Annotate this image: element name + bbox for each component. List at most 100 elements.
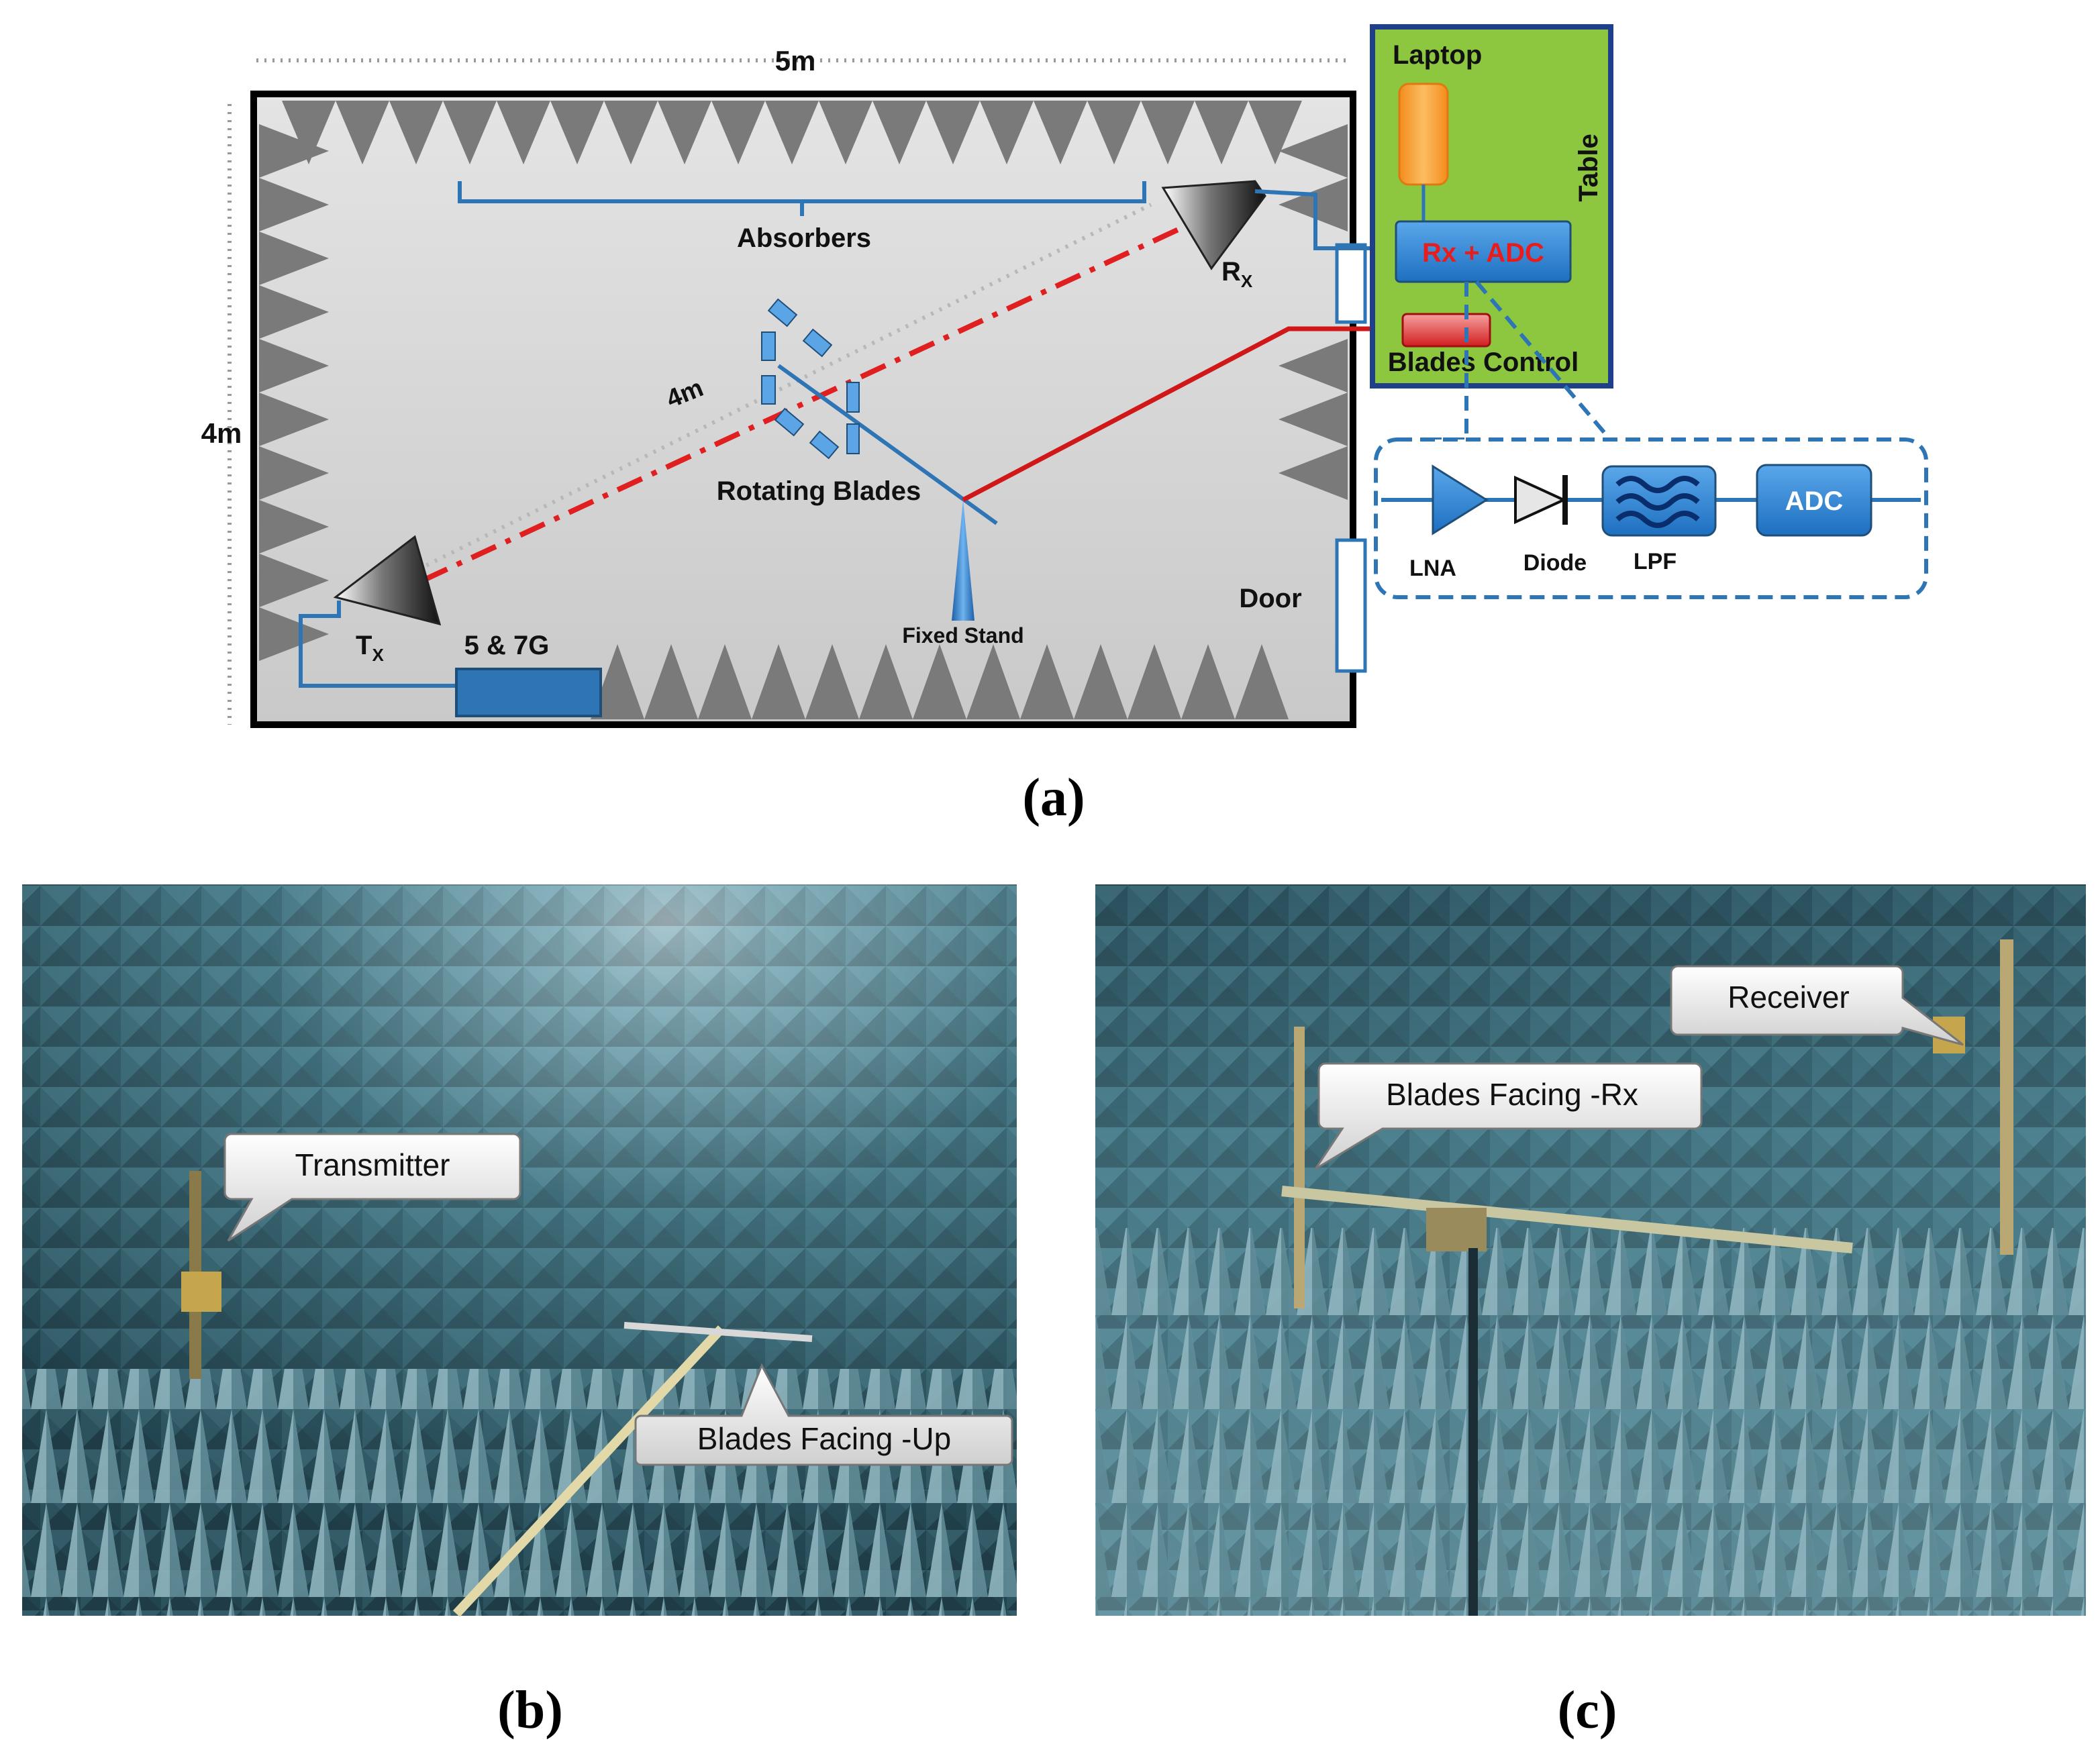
signal-source-box (455, 668, 602, 717)
diagram-panel-a: 5m 4m Absorbers 4m RX TX 5 & 7G (201, 24, 1928, 728)
caption-c: (c) (1558, 1681, 1617, 1740)
blades-control-box (1401, 313, 1491, 348)
caption-a: (a) (1022, 768, 1085, 827)
callout-blades-rx-text: Blades Facing -Rx (1386, 1077, 1638, 1112)
door-label: Door (1239, 584, 1301, 613)
absorber-wedge (259, 231, 329, 285)
absorber-wedge (259, 554, 329, 607)
rx-adc-label: Rx + ADC (1422, 238, 1544, 268)
absorber-wedge (711, 101, 765, 164)
absorber-wedge (819, 101, 872, 164)
absorber-wedge (805, 644, 859, 719)
height-dimension-label: 4m (201, 417, 242, 449)
lpf-waves (1615, 476, 1700, 528)
absorber-wedge (859, 644, 913, 719)
tx-horn (333, 535, 442, 626)
signal-source-label: 5 & 7G (464, 631, 550, 660)
rx-cable (1254, 189, 1396, 250)
absorber-wedge (1141, 101, 1195, 164)
absorber-wedge (966, 644, 1020, 719)
lpf-label: LPF (1634, 549, 1677, 574)
absorber-wedge (872, 101, 926, 164)
absorber-wedge (1034, 101, 1087, 164)
absorber-wedge (389, 101, 443, 164)
absorber-wedge (443, 101, 497, 164)
absorber-wedge (497, 101, 550, 164)
rx-horn (1161, 180, 1266, 270)
absorber-wedge (591, 644, 644, 719)
absorber-array (259, 101, 1348, 719)
rx-adc-box (1395, 220, 1572, 283)
absorber-wedge (698, 644, 752, 719)
photo-panel-c: Receiver Blades Facing -Rx (1095, 884, 2086, 1616)
absorber-wedge (913, 644, 966, 719)
adc-box (1756, 464, 1872, 537)
door (1335, 538, 1367, 673)
callout-receiver-text: Receiver (1728, 980, 1850, 1015)
absorber-wedge (752, 644, 805, 719)
blades-b (623, 1322, 813, 1342)
absorber-wedge (1235, 644, 1289, 719)
floor-absorbers-b (22, 1369, 1017, 1616)
width-dimension-label: 5m (775, 45, 816, 76)
blades-hub-c (1426, 1208, 1487, 1251)
receiver-mast (2000, 939, 2013, 1255)
lna-label: LNA (1409, 556, 1456, 581)
callout-transmitter: Transmitter (223, 1133, 521, 1242)
table-label: Table (1574, 134, 1603, 202)
absorber-wedge (926, 101, 980, 164)
blades-control-wire (962, 326, 1403, 503)
blades-arm-c (1281, 1186, 1853, 1253)
lpf-filter-icon (1601, 465, 1717, 537)
absorber-wedge (765, 101, 819, 164)
absorber-wedge (1195, 101, 1248, 164)
absorber-wedge (259, 446, 329, 500)
callout-transmitter-text: Transmitter (295, 1147, 450, 1182)
absorber-wedge (259, 393, 329, 446)
blades-mast-c (1294, 1027, 1305, 1308)
absorber-wedge (1128, 644, 1181, 719)
caption-b: (b) (497, 1681, 563, 1740)
transmitter-antenna (181, 1272, 221, 1312)
absorber-wedge (259, 500, 329, 554)
tx-cable (299, 601, 456, 688)
absorber-wedge (604, 101, 658, 164)
fixed-stand (952, 500, 974, 621)
callout-blades-up-text: Blades Facing -Up (697, 1421, 951, 1456)
absorbers-bracket (458, 181, 1146, 216)
laptop-label: Laptop (1393, 40, 1482, 70)
absorber-wedge (259, 607, 329, 661)
absorber-wedge (1279, 178, 1348, 231)
zoom-line-right (1474, 280, 1609, 437)
absorbers-label: Absorbers (737, 223, 871, 253)
absorber-wedge (644, 644, 698, 719)
absorber-wedge (550, 101, 604, 164)
absorber-wedge (658, 101, 711, 164)
signal-path (421, 225, 1183, 583)
wall-port (1335, 243, 1367, 324)
laptop (1398, 83, 1449, 186)
absorber-wedge (259, 339, 329, 393)
floor-absorbers-c (1095, 1228, 2086, 1616)
rotating-blades-label: Rotating Blades (717, 476, 921, 506)
absorber-wedge (336, 101, 389, 164)
absorber-wedge (1248, 101, 1302, 164)
absorber-wedge (1087, 101, 1141, 164)
absorber-wedge (259, 124, 329, 178)
lna-amplifier-icon (1432, 464, 1489, 535)
rx-label: RX (1221, 257, 1253, 291)
absorber-wedge (1279, 339, 1348, 393)
absorber-wedge (259, 178, 329, 231)
absorber-wedge (980, 101, 1034, 164)
blades-control-label: Blades Control (1388, 348, 1579, 377)
callout-blades-up: Blades Facing -Up (634, 1363, 1013, 1466)
absorber-wedge (1279, 446, 1348, 500)
diode-label: Diode (1523, 550, 1587, 576)
adc-label: ADC (1785, 486, 1844, 516)
diode-icon (1514, 475, 1567, 525)
absorber-wedge (1279, 124, 1348, 178)
rotating-blades (761, 298, 998, 525)
callout-receiver: Receiver (1670, 965, 1964, 1046)
absorber-wedge (259, 285, 329, 339)
